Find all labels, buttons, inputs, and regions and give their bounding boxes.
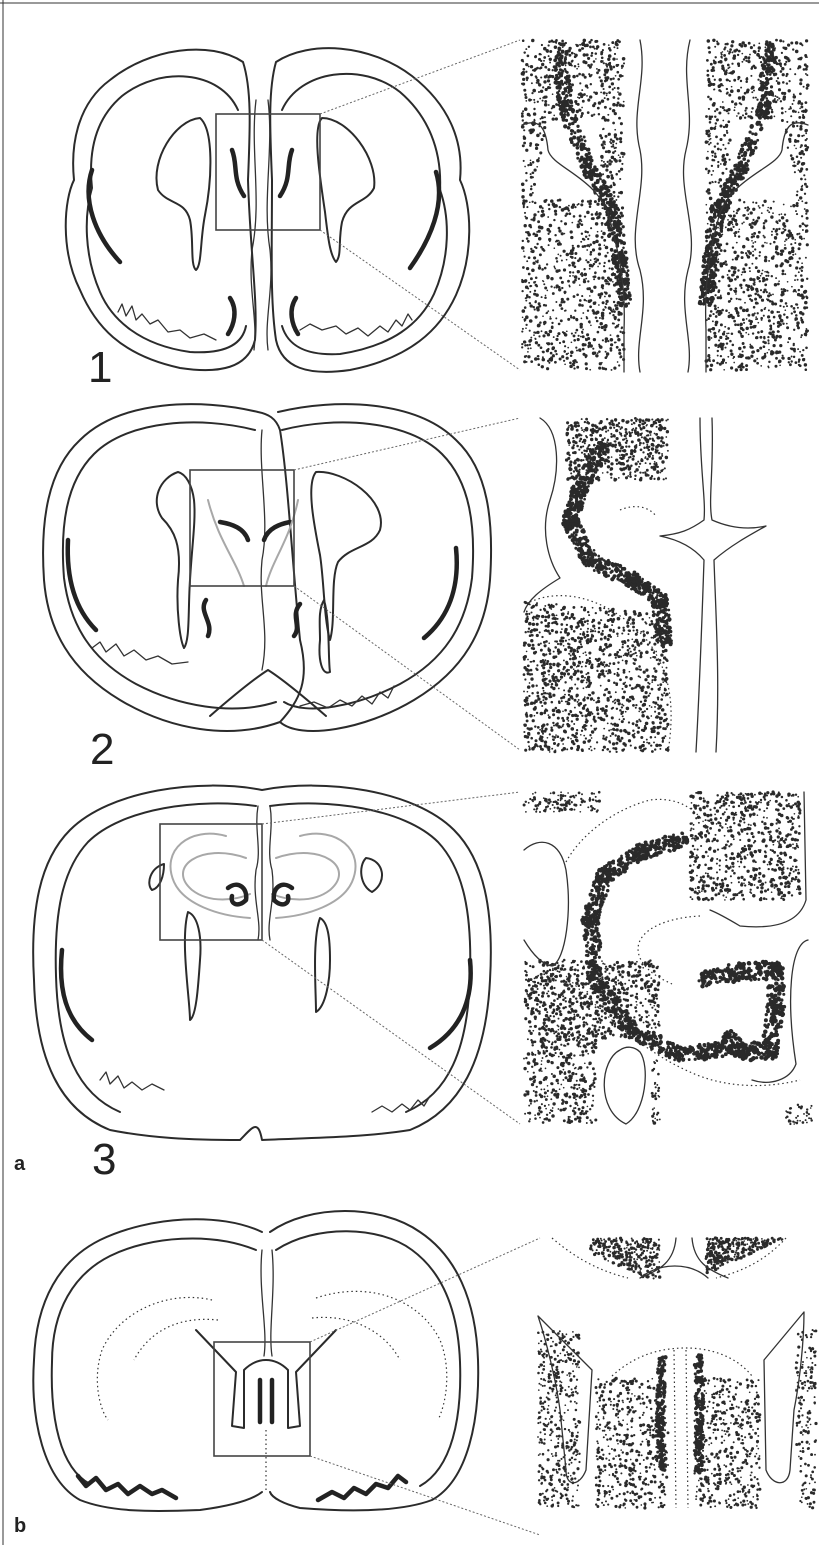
- section-3-midline-right: [269, 806, 273, 940]
- section-2-leader-top: [294, 418, 520, 470]
- panel-b-right-hemisphere-outline: [270, 1211, 478, 1510]
- panel-b-inset-midline-right: [686, 1350, 688, 1508]
- panel-b-left-ventral-edge: [78, 1476, 176, 1498]
- section-1-drawing: [66, 40, 520, 372]
- section-2-inset-vessel-left: [660, 418, 704, 752]
- panel-b-midline-right: [271, 1250, 273, 1356]
- section-2-left-ventricle: [157, 472, 195, 648]
- section-3-leader-bottom: [262, 940, 520, 1124]
- section-3-right-grey-arc: [272, 853, 339, 899]
- section-3-right-ventral-channel: [315, 918, 330, 1012]
- section-3-right-ventral-edge: [372, 1096, 430, 1112]
- section-3-right-grey-outer: [276, 834, 356, 918]
- section-2-inset-outer-contour: [524, 418, 560, 612]
- section-2-number: 2: [90, 725, 114, 774]
- section-2-left-hippocampus: [220, 522, 248, 540]
- section-2-left-hemisphere-outline: [43, 404, 304, 731]
- section-1-left-hemisphere-outline: [66, 50, 256, 371]
- section-3-number: 3: [92, 1135, 116, 1184]
- section-1-left-ventral-edge: [118, 304, 216, 340]
- panel-b-right-ventral-edge: [318, 1476, 406, 1500]
- section-3-midline: [255, 806, 259, 940]
- panel-b-left-hemisphere-outline: [33, 1219, 262, 1511]
- section-1-leader-top: [320, 40, 520, 114]
- section-3-cortex-inner-right: [270, 803, 470, 1112]
- section-3-left-ventral-edge: [100, 1072, 164, 1090]
- section-3-left-ventricle-small: [149, 864, 164, 890]
- section-2-drawing: [43, 404, 520, 750]
- panel-b-ventricle: [196, 1330, 336, 1428]
- panel-b-midline: [261, 1250, 265, 1356]
- section-1-right-ventricle: [317, 118, 374, 262]
- panel-a-label: a: [14, 1153, 26, 1175]
- section-3-right-hippocampus: [274, 885, 292, 905]
- section-2-midline: [261, 430, 265, 670]
- section-3-cortex-inner: [56, 803, 256, 1112]
- section-1-cell-field: [521, 39, 810, 372]
- section-2-left-grey-tract: [208, 500, 244, 586]
- section-1-number: 1: [88, 343, 112, 392]
- panel-b-inset: [537, 1236, 818, 1509]
- panel-b-inset-midline-left: [674, 1350, 676, 1508]
- section-1-left-ventral-band: [228, 298, 234, 334]
- section-1-inset: [521, 39, 810, 372]
- section-1-left-ventricle: [156, 118, 210, 270]
- section-2-left-ventral-hook: [204, 600, 210, 636]
- section-2-inset: [523, 417, 766, 753]
- section-3-inset-box: [160, 824, 262, 940]
- section-1-inset-midline-left: [635, 40, 643, 372]
- section-3-left-cortex-band: [61, 950, 92, 1040]
- panel-b-drawing: [33, 1211, 540, 1535]
- section-2-left-ventral-edge: [92, 642, 188, 664]
- section-1-left-cortex-band: [89, 170, 120, 262]
- section-3-right-cortex-band: [430, 960, 471, 1048]
- section-3-inset-left-lobe: [524, 842, 568, 966]
- panel-b-right-arc: [316, 1291, 447, 1420]
- section-3-left-grey-arc: [183, 853, 250, 899]
- panel-b-right-arc-inner: [312, 1317, 400, 1360]
- panel-b-cell-field: [537, 1236, 818, 1509]
- section-3-left-ventral-channel: [185, 912, 201, 1020]
- section-3-inset-vessel: [604, 1047, 645, 1124]
- panel-b-right-cortex-inner: [276, 1231, 460, 1486]
- section-3-cell-field: [523, 790, 813, 1125]
- section-2-left-cortex-inner: [63, 422, 276, 708]
- section-2-left-cortex-band: [68, 540, 96, 630]
- section-3-inset-c-fold: [638, 916, 700, 984]
- section-2-right-cortex-band: [424, 548, 457, 638]
- section-2-right-ventricle: [311, 472, 381, 640]
- section-2-leader-bottom: [294, 586, 520, 750]
- section-1-left-cortex-inner: [87, 76, 246, 352]
- section-1-left-hippocampus: [232, 150, 244, 196]
- section-1-inset-midline-right: [683, 40, 691, 372]
- section-1-right-ventral-edge: [300, 314, 412, 336]
- section-3-inset: [523, 790, 813, 1125]
- section-1-right-cortex-inner: [282, 74, 447, 354]
- panel-b-inset-center-arc: [612, 1348, 752, 1376]
- section-2-right-cortex-inner: [282, 422, 473, 708]
- section-3-right-ventricle-small: [361, 858, 382, 892]
- section-3-left-hippocampus: [228, 885, 246, 905]
- section-1-right-cortex-band: [410, 172, 439, 268]
- section-2-inset-dotted-tip: [620, 507, 656, 516]
- section-3-drawing: [33, 786, 520, 1140]
- section-2-cell-field: [523, 417, 673, 753]
- section-2-inset-vessel-right: [711, 418, 766, 752]
- panel-b-left-arc: [97, 1297, 212, 1420]
- panel-b-leader-top: [310, 1238, 540, 1342]
- panel-b-label: b: [14, 1515, 26, 1537]
- section-1-right-ventral-band: [292, 298, 298, 334]
- section-1-right-hippocampus: [280, 150, 292, 196]
- section-2-right-hemisphere-outline: [278, 404, 491, 731]
